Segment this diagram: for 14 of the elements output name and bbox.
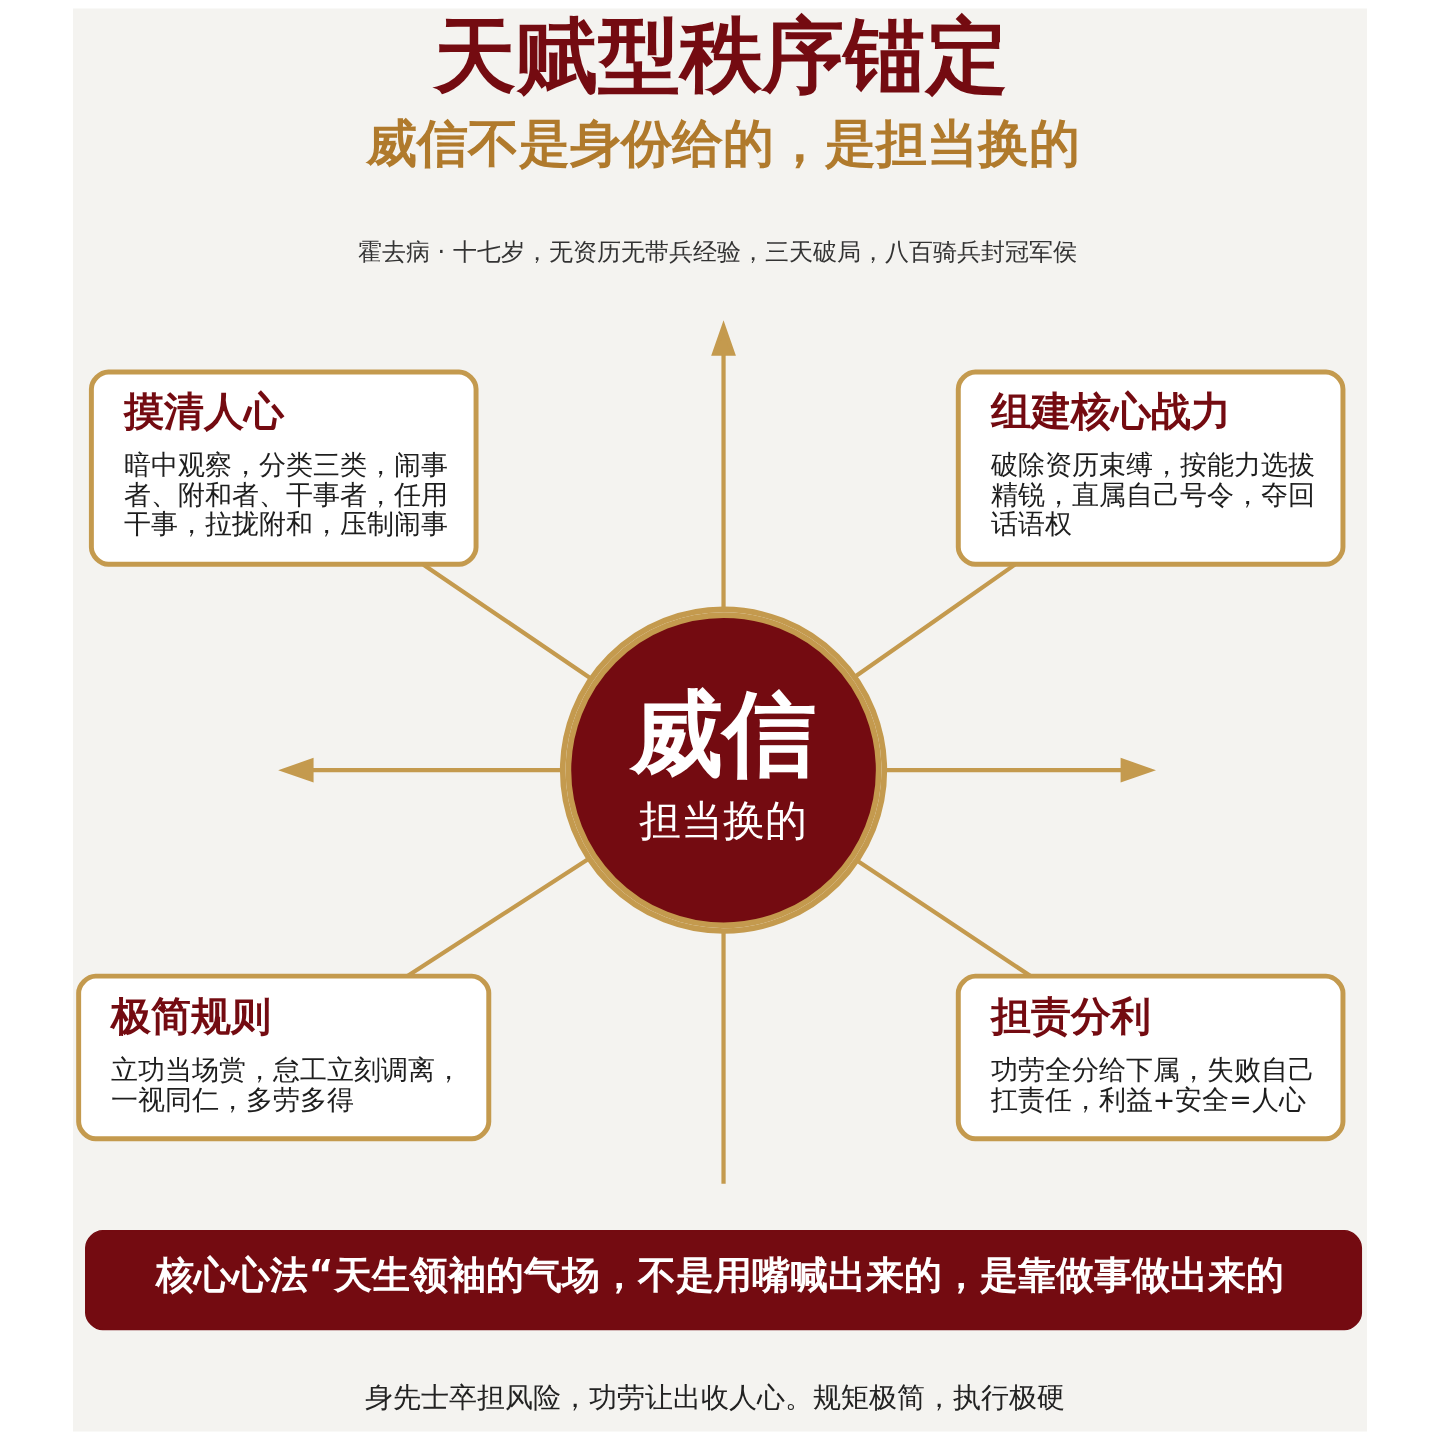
connector — [721, 931, 726, 1184]
arrow — [884, 757, 1156, 783]
node-box: 极简规则 立功当场赏，怠工立刻调离，一视同仁，多劳多得 — [76, 973, 492, 1142]
node-box: 组建核心战力 破除资历束缚，按能力选拔精锐，直属自己号令，夺回话语权 — [955, 369, 1346, 567]
node-box: 摸清人心 暗中观察，分类三类，闹事者、附和者、干事者，任用干事，拉拢附和，压制闹事 — [88, 369, 479, 567]
label: 身先士卒担风险，功劳让出收人心。规矩极简，执行极硬 — [365, 1381, 1066, 1415]
node-box: 核心心法“天生领袖的气场，不是用嘴喊出来的，是靠做事做出来的 — [85, 1229, 1363, 1331]
arrow — [711, 320, 736, 610]
node-box: 担责分利 功劳全分给下属，失败自己扛责任，利益+安全=人心 — [955, 973, 1346, 1142]
label: 威信不是身份给的，是担当换的 — [366, 113, 1081, 173]
diagram-title: 天赋型秩序锚定 — [433, 8, 1008, 104]
arrow — [278, 757, 563, 783]
node-circle: 威信 担当换的 — [559, 606, 888, 934]
label: 霍去病 · 十七岁，无资历无带兵经验，三天破局，八百骑兵封冠军侯 — [357, 238, 1077, 267]
